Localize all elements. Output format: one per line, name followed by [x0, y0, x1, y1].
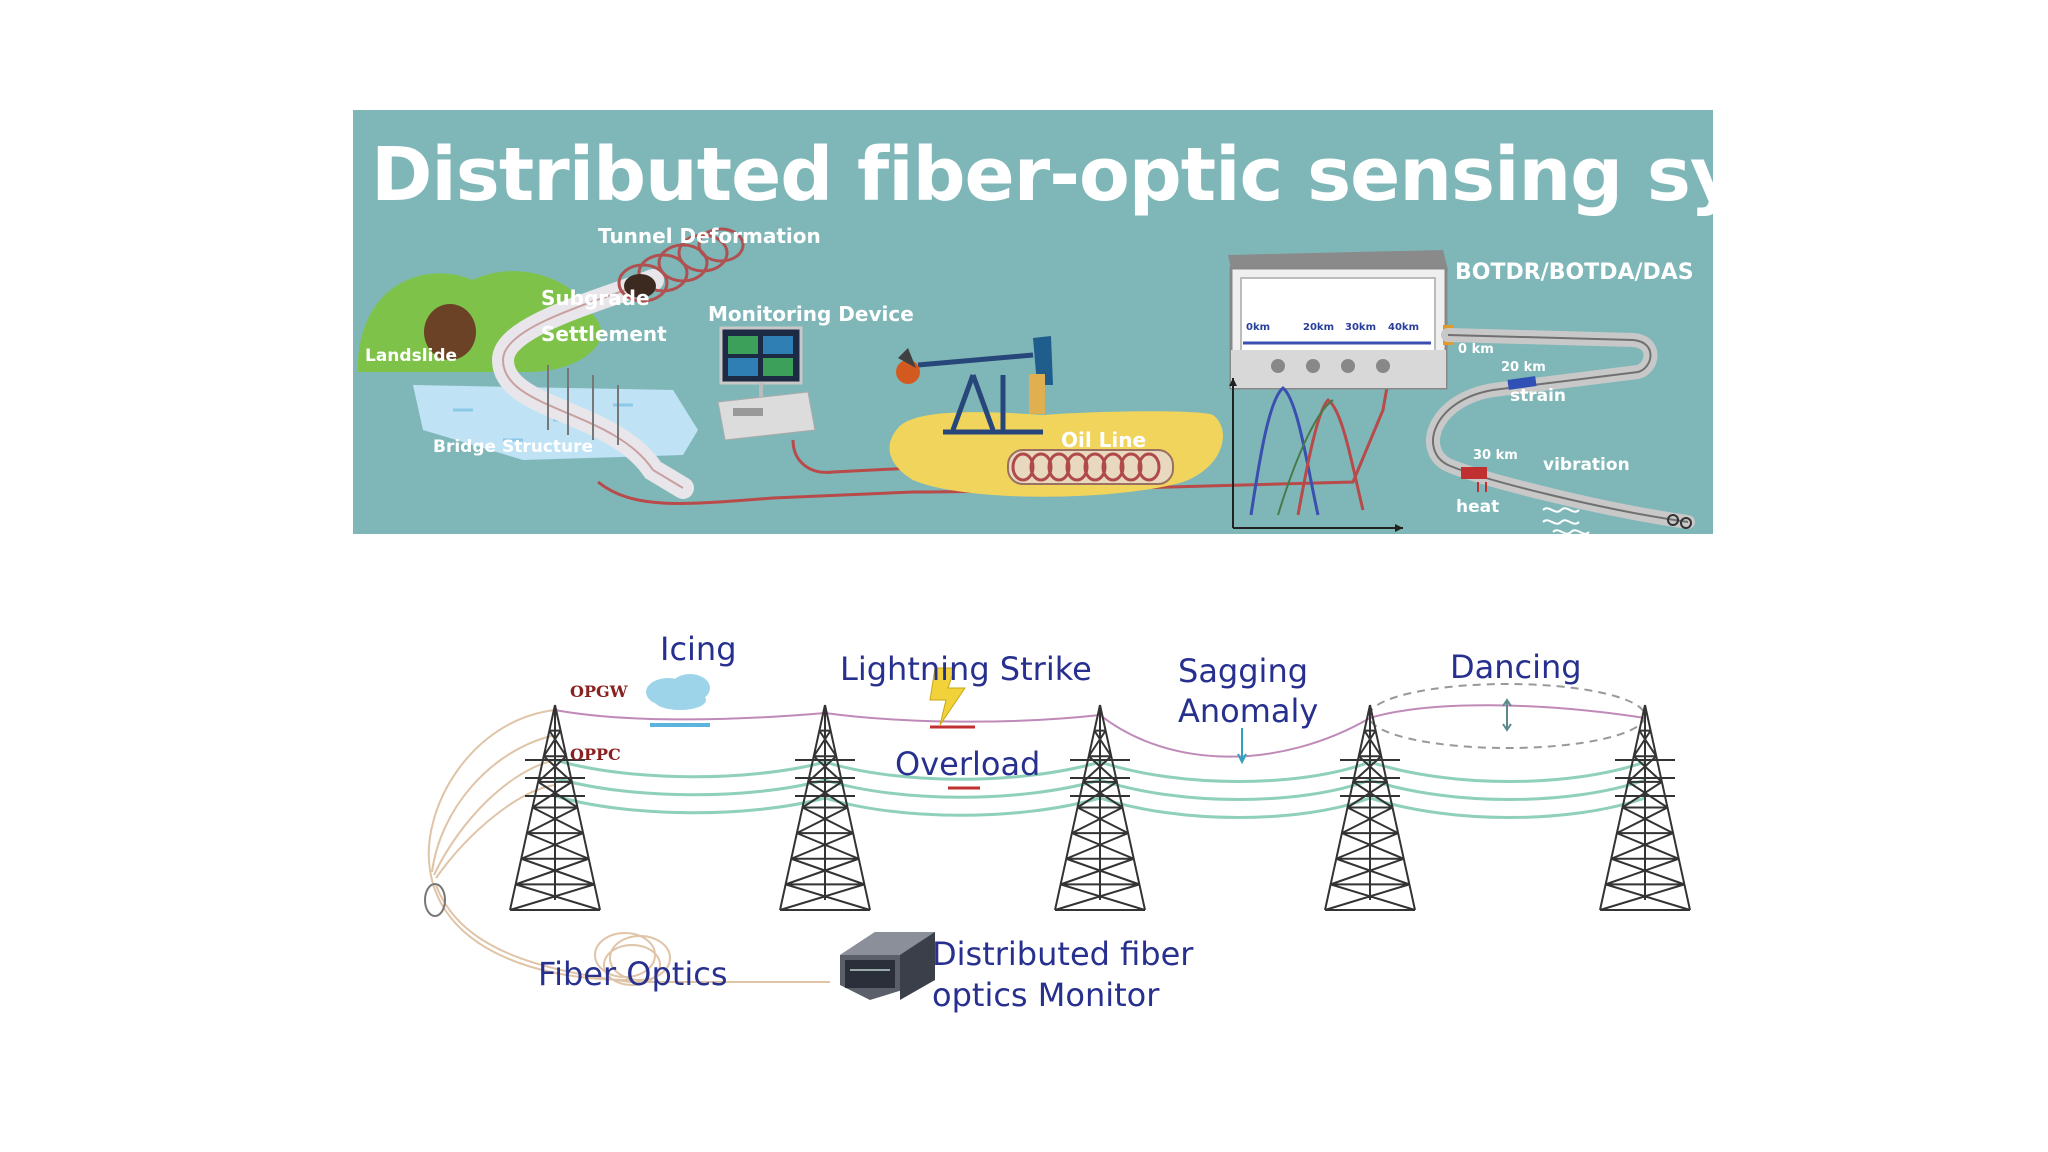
panel-title: Distributed fiber-optic sensing system	[371, 132, 1713, 218]
lightning-strike-label: Lightning Strike	[840, 650, 1092, 688]
botdr-label: BOTDR/BOTDA/DAS	[1455, 260, 1694, 285]
screen-tick-2: 30km	[1345, 322, 1376, 333]
monitoring-device	[717, 326, 816, 441]
tower	[779, 704, 871, 911]
sensing-illustration	[358, 227, 1695, 534]
km20-label: 20 km	[1501, 360, 1546, 375]
tunnel-deformation-label: Tunnel Deformation	[598, 224, 821, 248]
heat-label: heat	[1456, 497, 1500, 517]
screen-tick-0: 0km	[1246, 322, 1271, 333]
monitoring-device-label: Monitoring Device	[708, 302, 914, 326]
green-hill	[358, 271, 602, 372]
power-line-panel: Icing Lightning Strike Sagging Anomaly D…	[400, 610, 1720, 1050]
monitor-label-line2: optics Monitor	[932, 976, 1160, 1014]
screen-tick-3: 40km	[1388, 322, 1419, 333]
tower	[1054, 704, 1146, 911]
strain-label: strain	[1510, 386, 1567, 406]
botdr-instrument	[1228, 250, 1453, 390]
fiber-coil	[594, 932, 671, 986]
sensing-system-panel: Distributed fiber-optic sensing system T…	[353, 110, 1713, 534]
vibration-label: vibration	[1543, 455, 1630, 475]
landslide-rock	[424, 304, 476, 360]
tower	[509, 704, 601, 911]
icing-label: Icing	[660, 630, 737, 668]
fiber-arcs	[427, 709, 830, 983]
oppc-label: OPPC	[570, 745, 621, 764]
tunnel-coil	[617, 227, 745, 303]
icing-cloud	[646, 674, 710, 727]
monitor-label-line1: Distributed fiber	[932, 935, 1194, 973]
km0-label: 0 km	[1458, 342, 1494, 357]
screen-tick-1: 20km	[1303, 322, 1334, 333]
oil-line-label: Oil Line	[1061, 428, 1147, 452]
subgrade-label: Subgrade	[541, 286, 650, 310]
oil-line-coil	[1007, 449, 1174, 485]
power-line-illustration	[424, 667, 1691, 1000]
bridge-structure-label: Bridge Structure	[433, 437, 594, 457]
landslide-label: Landslide	[365, 346, 458, 366]
opgw-label: OPGW	[570, 682, 628, 701]
sensor-cable	[1426, 328, 1695, 534]
overload-label: Overload	[895, 745, 1041, 783]
towers	[509, 704, 1691, 911]
settlement-label: Settlement	[541, 322, 667, 346]
pump-jack	[917, 352, 1043, 435]
tower	[1324, 704, 1416, 911]
km30-label: 30 km	[1473, 448, 1518, 463]
signal-graph	[1229, 378, 1403, 532]
dancing-label: Dancing	[1450, 648, 1582, 686]
lightning-bolt	[929, 667, 966, 726]
sagging-label: Sagging	[1178, 652, 1309, 690]
tower	[1599, 704, 1691, 911]
fiber-optics-label: Fiber Optics	[538, 955, 728, 993]
fiber-coupler	[424, 883, 446, 917]
monitor-device	[840, 932, 935, 1000]
anomaly-label: Anomaly	[1178, 692, 1319, 730]
